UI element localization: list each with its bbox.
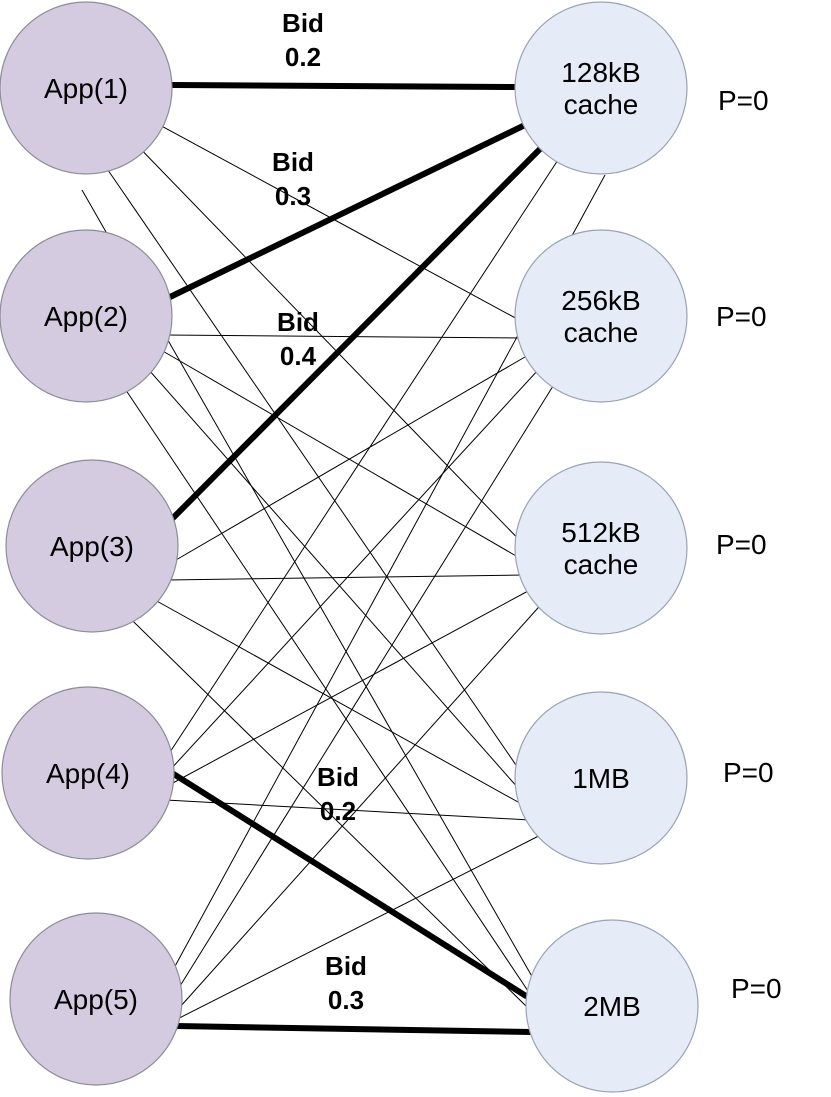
bid-label-app2-c128: Bid 0.3 [272,147,314,211]
edge-app1-c512 [141,149,520,541]
price-label-c256: P=0 [716,301,767,332]
app-label: App(2) [44,301,128,332]
bid-label-app1-c128: Bid 0.2 [282,8,324,72]
bid-label-title: Bid [282,8,324,38]
cache-circle [525,919,699,1093]
cache-label-line: 128kB [561,57,640,88]
bid-label-value: 0.4 [280,341,317,371]
app-circle [1,686,175,860]
edge-app4-c128 [167,159,559,756]
cache-label-line: 2MB [583,991,641,1022]
bid-label-value: 0.3 [328,985,364,1015]
app-node-app1: App(1) [0,1,173,175]
bid-edge-app1-c128 [169,82,518,90]
cache-label-line: 256kB [561,285,640,316]
app-node-app2: App(2) [0,229,173,403]
bid-label-value: 0.2 [285,42,321,72]
edge-app4-c1mb [165,799,530,821]
price-label-c2mb: P=0 [731,973,782,1004]
cache-circle [514,461,688,635]
edge-app2-c2mb [125,389,532,996]
bid-label-title: Bid [272,147,314,177]
bid-label-app4-c2mb: Bid 0.2 [317,762,359,826]
cache-label-line: 512kB [561,517,640,548]
app-node-app5: App(5) [9,912,183,1086]
bid-label-title: Bid [277,307,319,337]
cache-label-line: cache [564,549,639,580]
app-circle [9,912,183,1086]
cache-circle [514,691,688,865]
nodes-group: App(1)App(2)App(3)App(4)App(5)128kBcache… [0,1,699,1093]
app-label: App(1) [44,73,128,104]
bid-edges-group [167,82,544,1035]
edge-app2-c256 [165,334,522,339]
bid-label-value: 0.3 [275,181,311,211]
app-node-app3: App(3) [5,459,179,633]
cache-circle [514,1,688,175]
app-label: App(3) [50,531,134,562]
edge-app1-c1mb [107,169,520,771]
price-label-c128: P=0 [718,85,769,116]
bid-edge-app4-c2mb [169,770,529,999]
bid-label-title: Bid [317,762,359,792]
edge-app5-c1mb [175,834,541,1021]
cache-label-line: 1MB [572,763,630,794]
bid-label-app5-c2mb: Bid 0.3 [325,951,367,1015]
bid-label-title: Bid [325,951,367,981]
edge-app3-c2mb [131,619,531,1011]
cache-node-c2mb: 2MB [525,919,699,1093]
cache-node-c1mb: 1MB [514,691,688,865]
bid-label-app3-c128: Bid 0.4 [277,307,319,371]
app-node-app4: App(4) [1,686,175,860]
bid-edge-app5-c2mb [173,1023,534,1035]
price-label-c512: P=0 [716,529,767,560]
bid-edge-app3-c128 [170,145,544,521]
app-label: App(5) [54,984,138,1015]
edge-app4-c256 [169,369,539,771]
app-circle [0,229,173,403]
edge-app2-c512 [160,349,520,559]
edge-app4-c512 [168,589,531,786]
edge-app3-c256 [172,354,529,563]
edge-app5-c256 [177,384,555,991]
cache-label-line: cache [564,89,639,120]
bid-edge-app2-c128 [167,122,528,300]
edge-app3-c1mb [154,599,524,806]
price-label-c1mb: P=0 [723,757,774,788]
thin-edges-group [81,124,606,1021]
cache-circle [514,229,688,403]
edge-app1-c256 [159,124,520,321]
edge-app2-c1mb [148,369,521,791]
edge-app3-c512 [166,574,524,581]
app-circle [5,459,179,633]
app-circle [0,1,173,175]
bid-label-value: 0.2 [320,796,356,826]
app-label: App(4) [46,758,130,789]
cache-label-line: cache [564,317,639,348]
edge-app5-c512 [176,604,541,1011]
